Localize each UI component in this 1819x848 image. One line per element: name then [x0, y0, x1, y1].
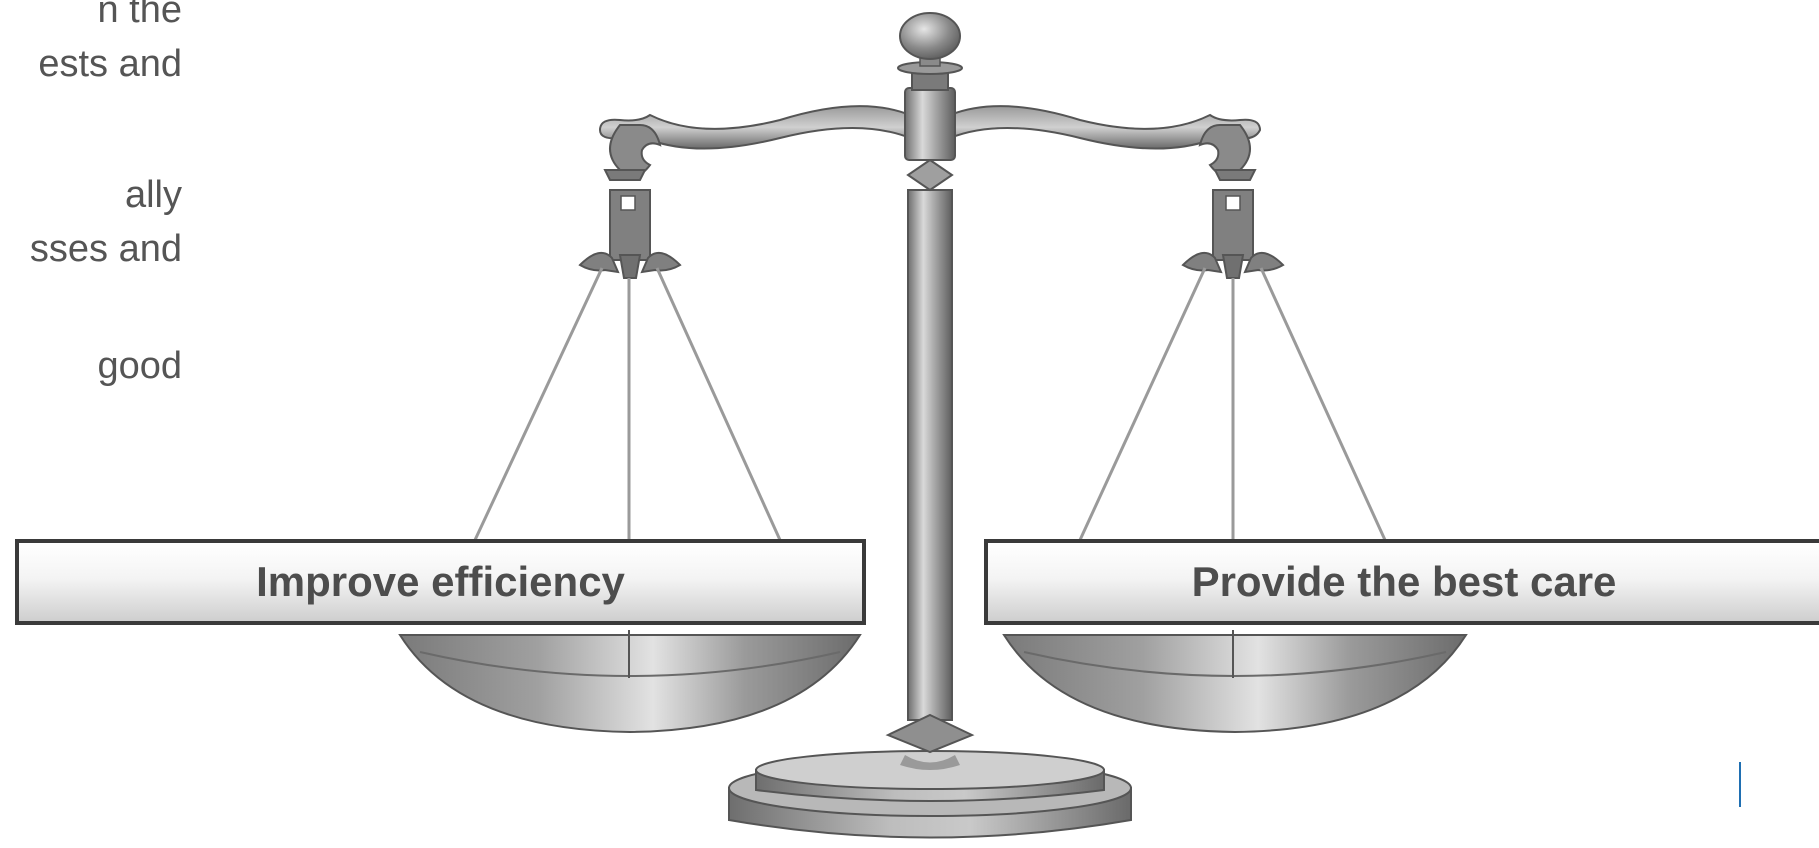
- left-pan-hanger: [473, 169, 782, 541]
- left-pan: [398, 630, 862, 734]
- right-pan-label-text: Provide the best care: [1191, 558, 1617, 605]
- right-pan-label: Provide the best care: [984, 539, 1819, 625]
- right-pan-hanger: [1078, 169, 1387, 541]
- accent-divider-line: [1739, 762, 1741, 807]
- body-text-line-3: ally: [124, 174, 182, 216]
- scale-column-top: [897, 12, 963, 161]
- left-pan-label-text: Improve efficiency: [256, 558, 625, 605]
- body-text-line-1: n the: [97, 0, 182, 31]
- scale-base: [728, 750, 1132, 839]
- body-text-line-4: sses and: [29, 228, 182, 270]
- body-text-line-2: ests and: [38, 43, 182, 85]
- body-text-line-5: good: [97, 345, 182, 387]
- right-pan: [1002, 630, 1468, 734]
- left-pan-label: Improve efficiency: [15, 539, 866, 625]
- scale-pole: [885, 158, 975, 754]
